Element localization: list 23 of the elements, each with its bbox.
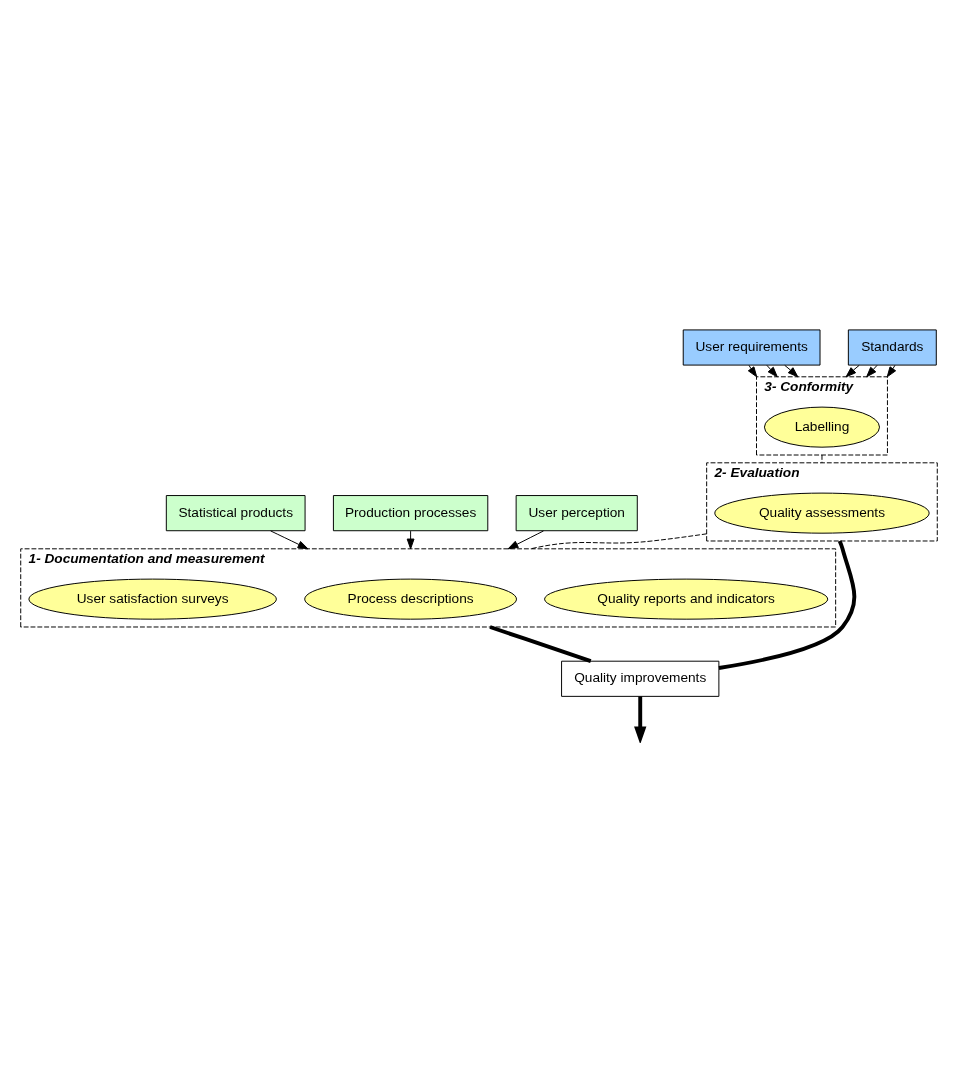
- node-box: User requirements: [682, 328, 821, 366]
- node-ellipse: Quality assessments: [714, 492, 930, 534]
- node-box: Statistical products: [165, 494, 306, 531]
- node-box: Production processes: [332, 494, 489, 531]
- connector: [489, 624, 592, 663]
- arrow: [886, 364, 897, 377]
- arrow: [766, 364, 778, 377]
- node-ellipse: Process descriptions: [304, 578, 517, 620]
- connector: [821, 454, 823, 463]
- node-box: Standards: [847, 328, 937, 366]
- node-ellipse: Labelling: [763, 406, 880, 448]
- arrow: [845, 364, 860, 377]
- node-ellipse: User satisfaction surveys: [28, 578, 277, 620]
- arrow: [270, 529, 309, 549]
- connector: [530, 532, 708, 549]
- arrow: [634, 695, 647, 743]
- arrow: [507, 529, 544, 549]
- arrow: [784, 364, 799, 377]
- node-box: Quality improvements: [561, 660, 720, 697]
- node-ellipse: Quality reports and indicators: [544, 578, 829, 620]
- node-box: User perception: [515, 494, 638, 531]
- connector: [718, 539, 857, 670]
- arrow: [866, 364, 878, 377]
